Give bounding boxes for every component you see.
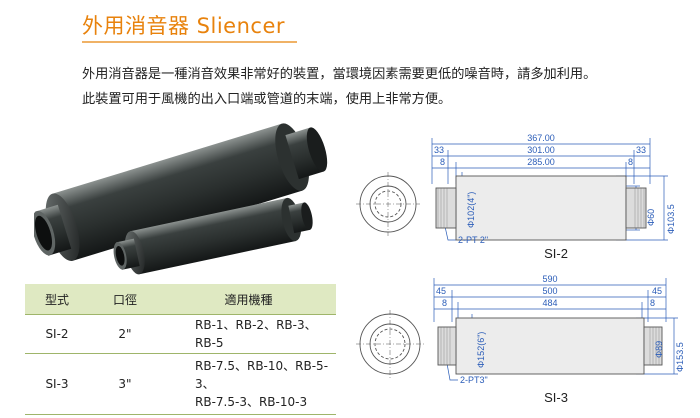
technical-drawings: 367.00 33 33 301.00 8 8 285.00 Φ102(4") … <box>356 133 685 405</box>
si3-body-diameter: Φ152(6") <box>476 332 486 368</box>
column-header-applicable-models: 適用機種 <box>161 284 336 315</box>
applicable-models-line: RB-7.5、RB-10、RB-5-3、 <box>195 359 329 391</box>
si3-total-length: 590 <box>542 274 557 284</box>
large-silencer <box>34 123 328 262</box>
applicable-models-line: RB-1、RB-2、RB-3、RB-5 <box>195 318 317 350</box>
small-silencer <box>113 197 313 275</box>
si2-outlet-diameter: Φ103.5 <box>666 204 676 234</box>
column-header-model: 型式 <box>25 284 89 315</box>
si3-mid-length: 500 <box>542 286 557 296</box>
intro-line-1: 外用消音器是一種消音效果非常好的裝置，當環境因素需要更低的噪音時，請多加利用。 <box>82 67 597 82</box>
si2-body-length: 285.00 <box>527 157 555 167</box>
si2-caption: SI-2 <box>544 246 568 261</box>
si3-side-view <box>437 317 663 375</box>
si2-end-left: 33 <box>434 145 444 155</box>
si3-outlet-diameter: Φ153.5 <box>675 342 685 372</box>
table-header-row: 型式 口徑 適用機種 <box>25 284 336 315</box>
intro-line-2: 此裝置可用于風機的出入口端或管道的末端，使用上非常方便。 <box>82 92 452 107</box>
si2-flange-right: 8 <box>628 157 633 167</box>
bore-cell: 3" <box>89 353 161 415</box>
si3-inlet-diameter: Φ89 <box>654 341 664 358</box>
si2-inlet-diameter: Φ60 <box>646 209 656 226</box>
si2-body-diameter: Φ102(4") <box>466 192 476 228</box>
silencer-product-photo <box>34 123 328 275</box>
model-cell: SI-3 <box>25 353 89 415</box>
si3-port-label: 2-PT3" <box>460 375 488 385</box>
si2-mid-length: 301.00 <box>527 145 555 155</box>
si3-caption: SI-3 <box>544 390 568 405</box>
table-row: SI-3 3" RB-7.5、RB-10、RB-5-3、 RB-7.5-3、RB… <box>25 353 336 415</box>
si2-flange-left: 8 <box>440 157 445 167</box>
applicable-models-cell: RB-7.5、RB-10、RB-5-3、 RB-7.5-3、RB-10-3 <box>161 353 336 415</box>
si3-body-length: 484 <box>542 298 557 308</box>
applicable-models-cell: RB-1、RB-2、RB-3、RB-5 <box>161 314 336 354</box>
si3-flange-right: 8 <box>650 298 655 308</box>
page-title: 外用消音器 Sliencer <box>82 14 286 38</box>
si2-total-length: 367.00 <box>527 133 555 143</box>
title-underline <box>82 41 297 43</box>
si2-end-view <box>356 172 420 236</box>
si2-port-label: 2-PT 2" <box>458 235 488 245</box>
si2-end-right: 33 <box>636 145 646 155</box>
si3-flange-left: 8 <box>442 298 447 308</box>
si3-end-right: 45 <box>652 286 662 296</box>
si3-end-left: 45 <box>436 286 446 296</box>
bore-cell: 2" <box>89 314 161 354</box>
model-cell: SI-2 <box>25 314 89 354</box>
si3-end-view <box>356 310 424 378</box>
applicable-models-line: RB-7.5-3、RB-10-3 <box>195 395 308 409</box>
spec-table: 型式 口徑 適用機種 SI-2 2" RB-1、RB-2、RB-3、RB-5 S… <box>25 284 336 415</box>
si2-side-view <box>435 175 647 241</box>
table-row: SI-2 2" RB-1、RB-2、RB-3、RB-5 <box>25 314 336 354</box>
column-header-bore: 口徑 <box>89 284 161 315</box>
